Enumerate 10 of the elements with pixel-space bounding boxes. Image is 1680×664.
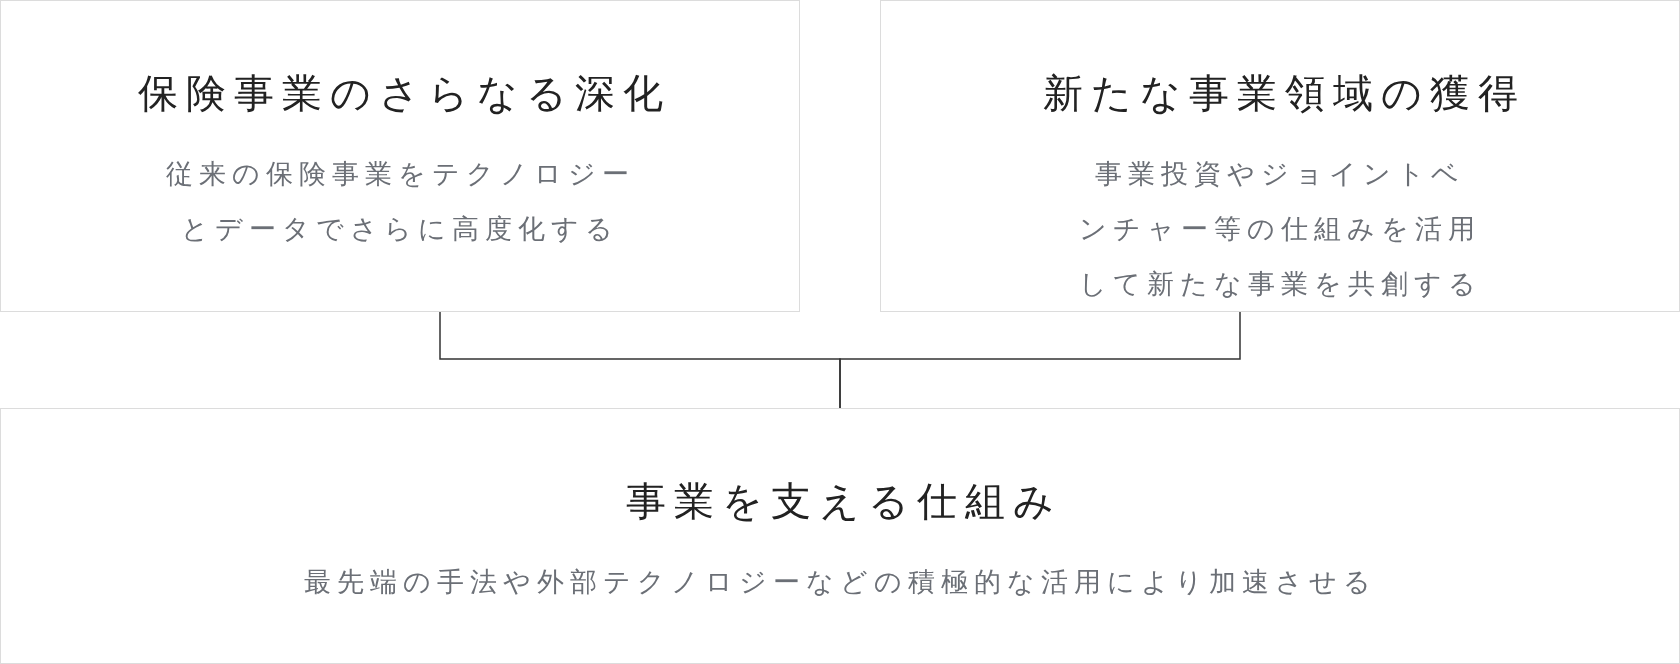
connector-line xyxy=(839,311,1241,409)
description: 従来の保険事業をテクノロジーとデータでさらに高度化する xyxy=(164,158,636,246)
heading: 新たな事業領域の獲得 xyxy=(1042,70,1526,118)
content-box xyxy=(0,0,800,312)
heading: 保険事業のさらなる深化 xyxy=(137,70,671,118)
content-box xyxy=(880,0,1680,312)
description: 最先端の手法や外部テクノロジーなどの積極的な活用により加速させる xyxy=(303,566,1377,599)
heading: 事業を支える仕組み xyxy=(626,478,1062,526)
description: 事業投資やジョイントベンチャー等の仕組みを活用して新たな事業を共創する xyxy=(1077,158,1483,301)
content-box xyxy=(0,408,1680,664)
